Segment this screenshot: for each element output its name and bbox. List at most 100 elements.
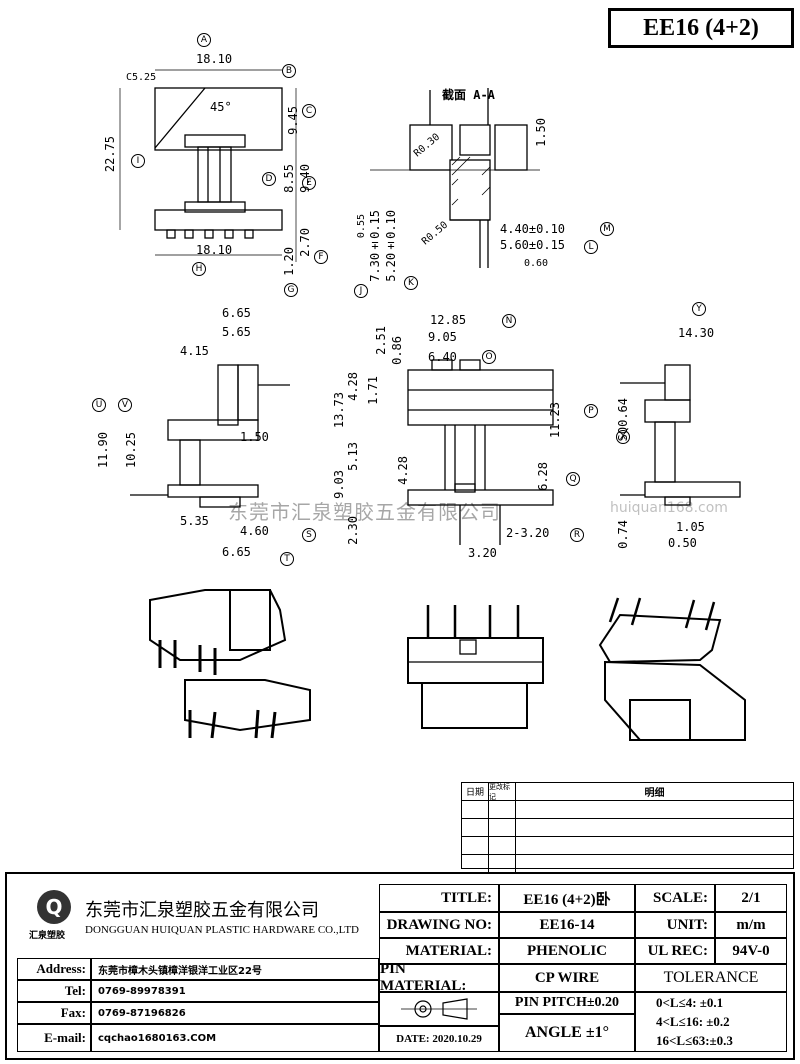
dim-0-86: 0.86 (390, 336, 404, 365)
pin-material-label: PIN MATERIAL: (379, 961, 499, 994)
dim-5-60: 5.60±0.15 (500, 238, 566, 252)
company-name-cn: 东莞市汇泉塑胶五金有限公司 (85, 900, 319, 921)
unit-label: UNIT: (635, 912, 715, 938)
dim-angle: 45° (210, 100, 232, 114)
dim-0-74: 0.74 (616, 520, 630, 549)
dim-5-20: 5.20±0.10 (384, 210, 398, 282)
marker-x: X (616, 430, 630, 444)
revision-detail-label: 明细 (644, 788, 665, 799)
marker-g: G (284, 283, 298, 297)
dim-14-30: 14.30 (678, 326, 715, 340)
dim-6-65-top: 6.65 (222, 306, 251, 320)
dim-8-55: 8.55 (282, 164, 296, 193)
revision-date-label: 日期 (462, 783, 489, 800)
marker-f: F (314, 250, 328, 264)
tolerance-list: 0<L≤4: ±0.1 4<L≤16: ±0.2 16<L≤63:±0.3 (635, 992, 787, 1052)
marker-u: U (92, 398, 106, 412)
marker-o: O (482, 350, 496, 364)
revision-row (462, 819, 793, 837)
company-name-en: DONGGUAN HUIQUAN PLASTIC HARDWARE CO.,LT… (85, 924, 359, 936)
address-label: Address: (17, 958, 91, 980)
dim-7-30: 7.30±0.15 (368, 210, 382, 282)
revision-header: 日期 更改标记 明细 (462, 783, 793, 801)
tolerance-range-1: 0<L≤4: ±0.1 (656, 994, 724, 1010)
dim-4-40: 4.40±0.10 (500, 222, 566, 236)
fax-value: 0769-87196826 (91, 1002, 379, 1024)
tolerance-range-3: 16<L≤63:±0.3 (656, 1033, 733, 1049)
dim-1-05: 1.05 (676, 520, 705, 534)
marker-c: C (302, 104, 316, 118)
ul-value: 94V-0 (715, 938, 787, 964)
angle: ANGLE ±1° (499, 1014, 635, 1052)
dim-9-03: 9.03 (332, 470, 346, 499)
marker-l: L (584, 240, 598, 254)
dim-1-50-b: 1.50 (240, 430, 269, 444)
drawing-value: EE16-14 (499, 912, 635, 938)
revision-row (462, 801, 793, 819)
dim-5-65: 5.65 (222, 325, 251, 339)
marker-e: E (302, 176, 316, 190)
dim-11-90: 11.90 (96, 432, 110, 469)
dim-6-65-bottom: 6.65 (222, 545, 251, 559)
tolerance-label: TOLERANCE (635, 964, 787, 992)
title-value: EE16 (4+2)卧 (499, 884, 635, 912)
dim-4-28-bottom: 4.28 (396, 456, 410, 485)
marker-d: D (262, 172, 276, 186)
dim-0-55: 0.55 (356, 214, 367, 239)
marker-i: I (131, 154, 145, 168)
dim-6-40: 6.40 (428, 350, 457, 364)
revision-table: 日期 更改标记 明细 (461, 782, 794, 872)
date: DATE: 2020.10.29 (379, 1026, 499, 1052)
watermark-url: huiquan168.com (610, 500, 728, 516)
scale-label: SCALE: (635, 884, 715, 912)
dim-2-70: 2.70 (298, 228, 312, 257)
dim-9-05: 9.05 (428, 330, 457, 344)
dim-3-20: 3.20 (468, 546, 497, 560)
drawing-label: DRAWING NO: (379, 912, 499, 938)
material-value: PHENOLIC (499, 938, 635, 964)
dim-4-60: 4.60 (240, 524, 269, 538)
ul-label: UL REC: (635, 938, 715, 964)
dim-0-60: 0.60 (524, 258, 549, 269)
dim-6-28: 6.28 (536, 462, 550, 491)
projection-icon (401, 998, 477, 1020)
dim-13-73: 13.73 (332, 392, 346, 429)
marker-v: V (118, 398, 132, 412)
marker-n: N (502, 314, 516, 328)
email-label: E-mail: (17, 1024, 91, 1052)
pin-pitch: PIN PITCH±0.20 (499, 992, 635, 1014)
marker-t: T (280, 552, 294, 566)
title-label: TITLE: (379, 884, 499, 912)
revision-sign-label: 更改标记 (489, 783, 516, 801)
dim-bottom-width: 18.10 (196, 243, 233, 257)
revision-row (462, 855, 793, 872)
watermark-company: 东莞市汇泉塑胶五金有限公司 (228, 500, 501, 524)
marker-k: K (404, 276, 418, 290)
dim-1-50: 1.50 (534, 118, 548, 147)
pin-material-value: CP WIRE (499, 964, 635, 992)
dim-12-85: 12.85 (430, 313, 467, 327)
title-block: Q 汇泉塑胶 东莞市汇泉塑胶五金有限公司 DONGGUAN HUIQUAN PL… (5, 872, 795, 1060)
revision-row (462, 837, 793, 855)
tolerance-range-2: 4<L≤16: ±0.2 (656, 1013, 730, 1029)
dim-4-15: 4.15 (180, 344, 209, 358)
marker-b: B (282, 64, 296, 78)
dim-2-51: 2.51 (374, 326, 388, 355)
tel-value: 0769-89978391 (91, 980, 379, 1002)
material-label: MATERIAL: (379, 938, 499, 964)
model-title: EE16 (4+2) (608, 8, 794, 48)
section-label: 截面 A-A (442, 88, 495, 102)
dim-top-width: 18.10 (196, 52, 233, 66)
dim-chamfer: C5.25 (126, 72, 157, 83)
dim-4-28-top: 4.28 (346, 372, 360, 401)
marker-j: J (354, 284, 368, 298)
marker-q: Q (566, 472, 580, 486)
projection-symbol (379, 992, 499, 1026)
marker-r: R (570, 528, 584, 542)
marker-h: H (192, 262, 206, 276)
email-value: cqchao1680163.COM (91, 1024, 379, 1052)
dim-9-45: 9.45 (286, 106, 300, 135)
marker-s: S (302, 528, 316, 542)
tel-label: Tel: (17, 980, 91, 1002)
